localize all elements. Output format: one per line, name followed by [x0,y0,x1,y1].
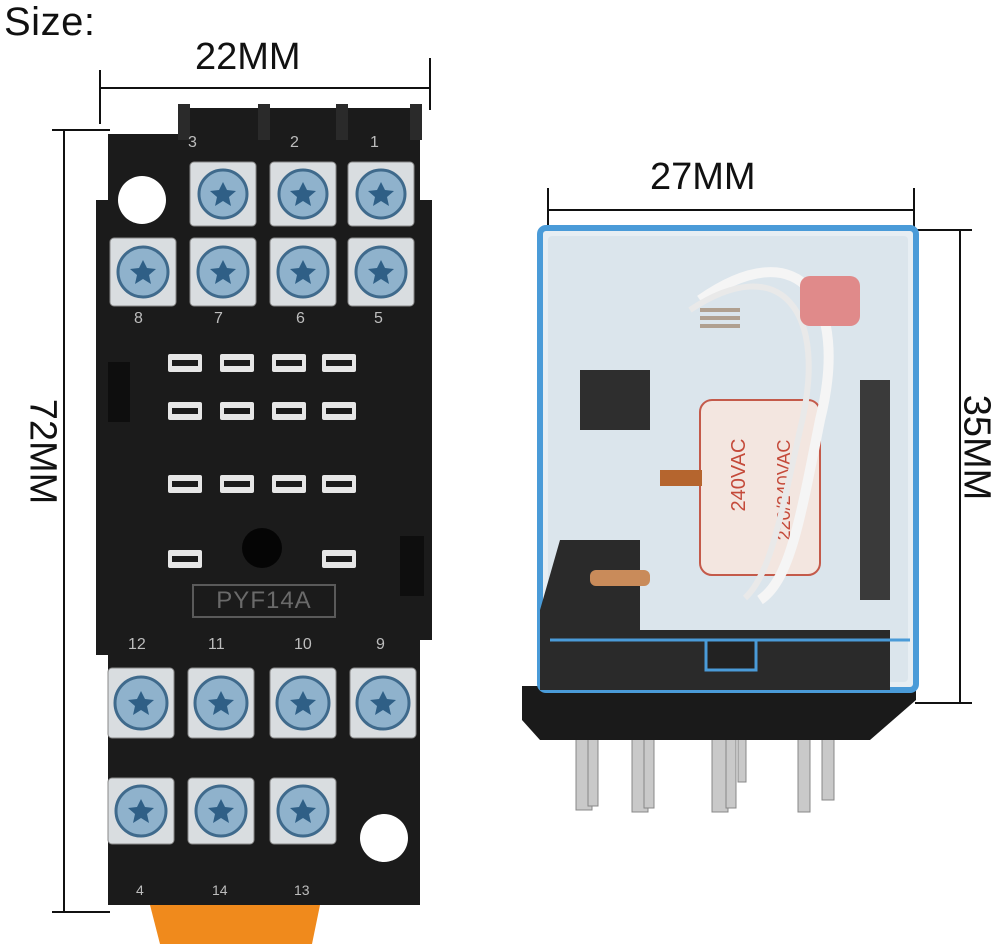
terminal-label-13: 13 [294,882,310,898]
terminal-label-14: 14 [212,882,228,898]
terminal-label-3: 3 [188,134,197,151]
test-button [704,638,758,672]
terminal-label-5: 5 [374,310,383,327]
relay-base [522,686,916,740]
terminal-label-8: 8 [134,310,143,327]
mount-hole-bottom [360,814,408,862]
svg-text:240VAC: 240VAC [728,438,750,511]
dimension-base-width: 22MM [195,36,301,78]
terminal-label-9: 9 [376,636,385,653]
orange-clip [150,905,320,944]
dimension-relay-width: 27MM [650,156,756,198]
terminal-label-7: 7 [214,310,223,327]
relay-unit: 240VAC 220/240VAC [522,225,919,813]
terminal-label-4: 4 [136,882,144,898]
dimension-relay-height: 35MM [955,394,998,501]
dimension-lines [52,58,972,913]
size-title: Size: [4,0,96,44]
terminal-label-12: 12 [128,636,146,653]
terminal-label-10: 10 [294,636,312,653]
terminal-label-11: 11 [208,636,225,653]
dimension-base-height: 72MM [21,398,64,505]
model-marking: PYF14A [192,584,336,618]
relay-socket-base [96,104,432,944]
terminal-label-1: 1 [370,134,379,151]
center-hole [242,528,282,568]
terminal-label-6: 6 [296,310,305,327]
socket-body [96,108,432,905]
terminal-label-2: 2 [290,134,299,151]
mount-hole-top [118,176,166,224]
